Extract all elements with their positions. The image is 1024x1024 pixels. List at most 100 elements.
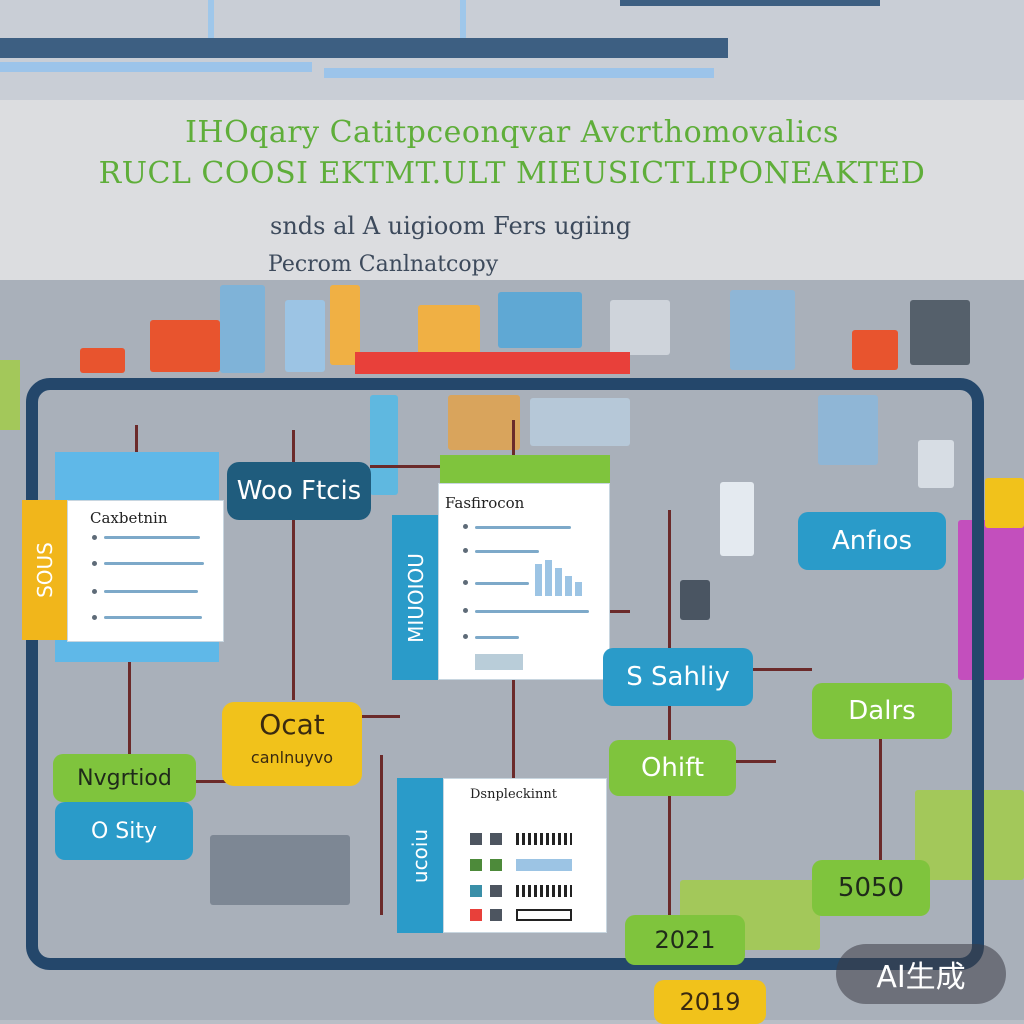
factory-machine xyxy=(80,348,125,373)
ceiling-beam xyxy=(620,0,880,6)
factory-shelf xyxy=(448,395,520,450)
tag-s-sahliy[interactable]: S Sahliy xyxy=(603,648,753,706)
ceiling-pillar xyxy=(460,0,466,40)
factory-machine xyxy=(730,290,795,370)
left-card-title: Caxbetnin xyxy=(90,509,168,527)
tag-anfos[interactable]: Anfıos xyxy=(798,512,946,570)
tag-woo-ftcis[interactable]: Woo Ftcis xyxy=(227,462,371,520)
connector-line xyxy=(128,640,131,755)
list-item xyxy=(475,582,529,585)
page-title-line-1: IHOqary Catitpceonqvar Avcrthomovalics xyxy=(185,115,839,150)
tag-ohift[interactable]: Ohift xyxy=(609,740,736,796)
list-item xyxy=(475,526,571,529)
legend-swatch xyxy=(470,859,482,871)
list-item xyxy=(104,562,204,565)
page-subtitle-line-1: snds al A uigioom Fers ugiing xyxy=(270,212,632,240)
factory-worker xyxy=(818,395,878,465)
factory-conveyor xyxy=(355,352,630,374)
table-row xyxy=(516,833,572,845)
value-badge-5050: 5050 xyxy=(812,860,930,916)
center-card-title: Fasfirocon xyxy=(445,494,525,512)
factory-machine xyxy=(610,300,670,355)
legend-swatch xyxy=(490,859,502,871)
factory-machine xyxy=(958,520,1024,680)
tag-o-sity[interactable]: O Sity xyxy=(55,802,193,860)
center-detail-card[interactable]: Fasfirocon xyxy=(438,483,610,680)
factory-device xyxy=(918,440,954,488)
factory-machine xyxy=(498,292,582,348)
list-bullet xyxy=(463,580,468,585)
list-bullet xyxy=(463,634,468,639)
factory-worker xyxy=(330,285,360,365)
legend-swatch xyxy=(490,909,502,921)
bottom-table-card[interactable]: Dsnpleckinnt xyxy=(443,778,607,933)
tag-dairs[interactable]: Dalrs xyxy=(812,683,952,739)
table-row xyxy=(516,885,572,897)
factory-machine xyxy=(150,320,220,372)
legend-swatch xyxy=(470,833,482,845)
factory-device xyxy=(680,580,710,620)
ceiling-light xyxy=(0,62,312,72)
page-subtitle-line-2: Pecrom Canlnatcopy xyxy=(268,252,499,277)
ocat-box[interactable]: Ocat canlnuyvo xyxy=(222,702,362,786)
list-bullet xyxy=(463,608,468,613)
list-bullet xyxy=(92,535,97,540)
left-summary-card[interactable]: Caxbetnin xyxy=(67,500,224,642)
table-row xyxy=(516,859,572,871)
connector-line xyxy=(879,735,882,865)
factory-machine xyxy=(210,835,350,905)
connector-line xyxy=(292,430,295,700)
factory-machine xyxy=(220,285,265,373)
connector-line xyxy=(608,610,630,613)
legend-swatch xyxy=(470,885,482,897)
factory-machine xyxy=(985,478,1024,528)
ceiling-pillar xyxy=(208,0,214,40)
factory-gauges xyxy=(530,398,630,446)
factory-machine xyxy=(910,300,970,365)
ceiling-light xyxy=(324,68,714,78)
list-bullet xyxy=(92,589,97,594)
factory-machine xyxy=(852,330,898,370)
legend-swatch xyxy=(470,909,482,921)
factory-device xyxy=(720,482,754,556)
value-badge-2019: 2019 xyxy=(654,980,766,1024)
ocat-subtitle: canlnuyvo xyxy=(250,748,334,767)
list-item xyxy=(475,636,519,639)
list-bullet xyxy=(92,561,97,566)
value-badge-2021: 2021 xyxy=(625,915,745,965)
center-side-tab[interactable]: MIUOIOU xyxy=(392,515,440,680)
list-item xyxy=(475,550,539,553)
bottom-card-title: Dsnpleckinnt xyxy=(470,787,557,802)
ceiling-beam xyxy=(0,38,728,58)
header-banner xyxy=(0,100,1024,280)
legend-swatch xyxy=(490,833,502,845)
list-item xyxy=(104,616,202,619)
connector-line xyxy=(370,465,442,468)
factory-machine xyxy=(0,360,20,430)
ocat-title: Ocat xyxy=(259,708,325,741)
ai-generated-watermark: AI生成 xyxy=(836,944,1006,1004)
page-title-line-2: RUCL COOSI EKTMT.ULT MIEUSICTLIPONEAKTED xyxy=(98,156,926,191)
connector-line xyxy=(380,755,383,915)
connector-line xyxy=(736,760,776,763)
legend-swatch xyxy=(490,885,502,897)
factory-column xyxy=(370,395,398,495)
list-item xyxy=(104,536,200,539)
mini-bar-chart-icon xyxy=(535,560,582,596)
connector-line xyxy=(360,715,400,718)
factory-machine xyxy=(915,790,1024,880)
list-bullet xyxy=(92,615,97,620)
tag-nvgrtiod[interactable]: Nvgrtiod xyxy=(53,754,196,802)
table-row xyxy=(516,909,572,921)
list-item xyxy=(475,610,589,613)
left-side-tab[interactable]: SOUS xyxy=(22,500,68,640)
connector-line xyxy=(668,510,671,920)
list-item xyxy=(104,590,198,593)
center-panel-header-strip xyxy=(440,455,610,485)
connector-line xyxy=(752,668,812,671)
bottom-side-tab[interactable]: ucoiu xyxy=(397,778,443,933)
list-bullet xyxy=(463,548,468,553)
factory-machine xyxy=(418,305,480,355)
list-bullet xyxy=(463,524,468,529)
progress-block xyxy=(475,654,523,670)
